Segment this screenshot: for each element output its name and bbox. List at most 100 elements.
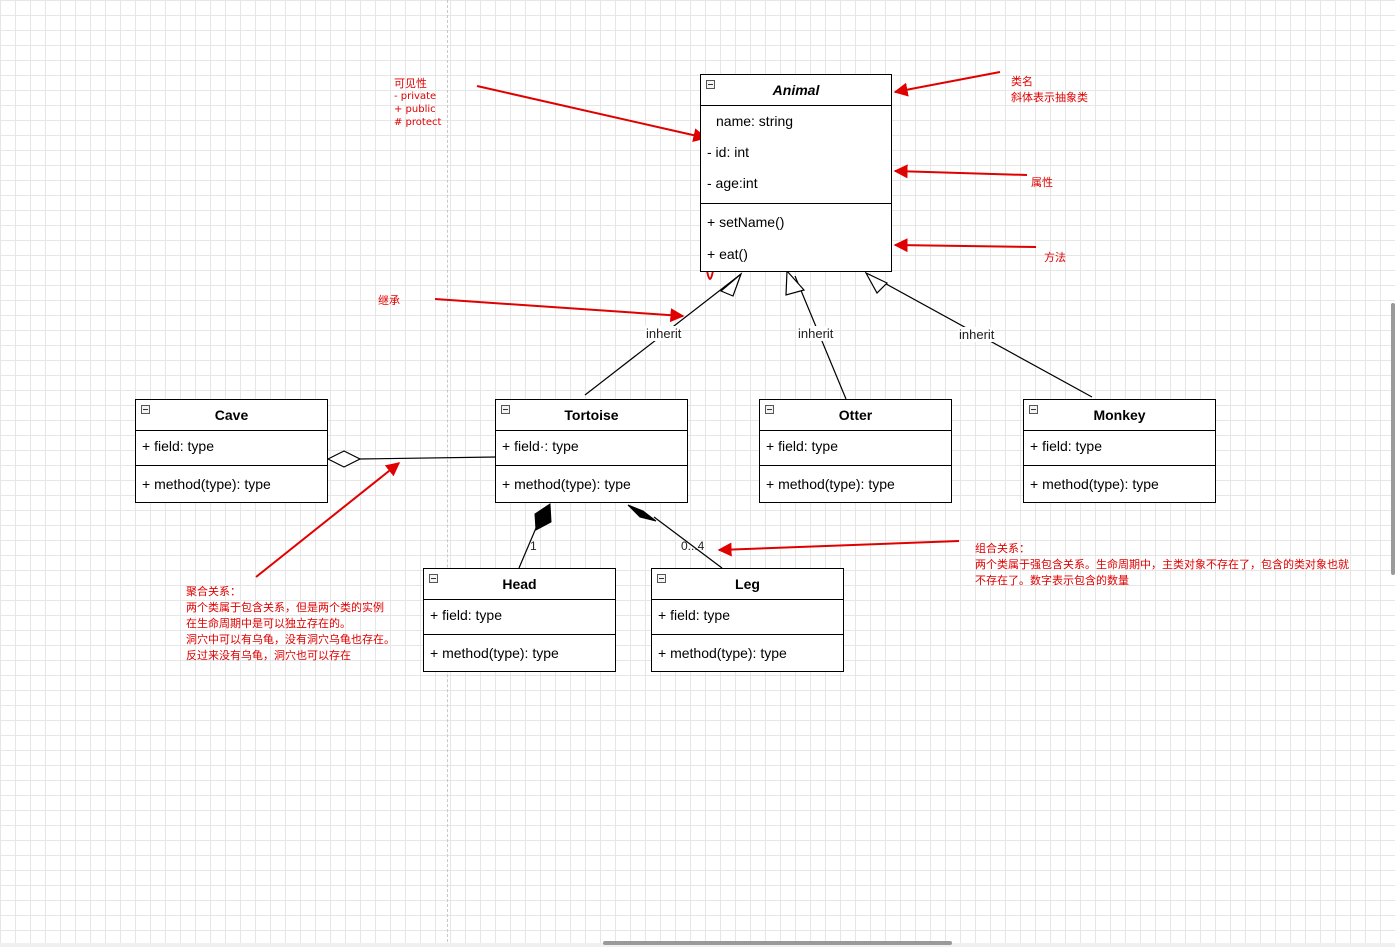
inheritance-arrowheads (719, 269, 889, 297)
method-row[interactable]: + method(type): type (430, 645, 559, 661)
class-header[interactable]: Leg (652, 569, 843, 600)
attribute-row[interactable]: + field: type (766, 438, 838, 454)
edge-label-inherit[interactable]: inherit (797, 326, 835, 341)
annotation-line: 类名 (1011, 75, 1033, 88)
attribute-row[interactable]: - id: int (707, 144, 750, 160)
annotation-composition[interactable]: 组合关系： 两个类属于强包含关系。生命周期中，主类对象不存在了，包含的类对象也就… (975, 541, 1349, 589)
edge-label-inherit[interactable]: inherit (958, 327, 996, 342)
aggregation-edge[interactable] (326, 450, 497, 468)
method-row[interactable]: + method(type): type (766, 476, 895, 492)
class-cave[interactable]: Cave + field: type + method(type): type (135, 399, 328, 503)
annotation-line: 不存在了。数字表示包含的数量 (975, 574, 1129, 587)
class-name: Monkey (1093, 407, 1146, 423)
methods-section: + method(type): type (1024, 466, 1215, 502)
collapse-toggle-icon[interactable] (1029, 405, 1038, 414)
attribute-row[interactable]: + field: type (1030, 438, 1102, 454)
method-row[interactable]: + method(type): type (1030, 476, 1159, 492)
multiplicity-label-leg[interactable]: 0...4 (681, 539, 705, 553)
composition-diamond-filled-leg (627, 504, 657, 522)
class-header[interactable]: Monkey (1024, 400, 1215, 431)
annotation-line: 反过来没有乌龟，洞穴也可以存在 (186, 649, 351, 662)
arrow-attributes (893, 164, 1028, 179)
horizontal-scrollbar[interactable] (603, 941, 952, 945)
class-head[interactable]: Head + field: type + method(type): type (423, 568, 616, 672)
annotation-line: 斜体表示抽象类 (1011, 91, 1088, 104)
aggregation-line (358, 456, 497, 460)
annotation-class-name[interactable]: 类名 斜体表示抽象类 (1011, 74, 1088, 106)
class-leg[interactable]: Leg + field: type + method(type): type (651, 568, 844, 672)
generalization-arrowhead-otter (785, 269, 806, 296)
vertical-scrollbar[interactable] (1391, 303, 1395, 575)
arrow-composition (717, 540, 960, 557)
annotation-line: 两个类属于包含关系，但是两个类的实例 (186, 601, 384, 614)
class-name: Head (502, 576, 537, 592)
attribute-row[interactable]: + field·: type (502, 438, 579, 454)
method-row[interactable]: + method(type): type (142, 476, 271, 492)
annotation-line: # protect (394, 117, 442, 128)
arrow-inheritance (434, 298, 685, 323)
method-row[interactable]: + method(type): type (502, 476, 631, 492)
arrow-visibility (476, 85, 708, 143)
annotation-line: 组合关系： (975, 542, 1030, 555)
class-header[interactable]: Head (424, 569, 615, 600)
annotation-visibility[interactable]: 可见性 - private + public # protect (394, 77, 441, 129)
attributes-section: + field: type (760, 431, 951, 466)
method-row[interactable]: + method(type): type (658, 645, 787, 661)
annotation-arrows (255, 71, 1037, 578)
generalization-arrowhead-monkey (864, 271, 889, 294)
collapse-toggle-icon[interactable] (501, 405, 510, 414)
attribute-row[interactable]: + field: type (142, 438, 214, 454)
edge-label-inherit[interactable]: inherit (645, 326, 683, 341)
class-name: Otter (838, 407, 873, 423)
methods-section: + method(type): type (424, 635, 615, 671)
methods-section: + method(type): type (652, 635, 843, 671)
class-name: Animal (772, 82, 820, 98)
attribute-row[interactable]: + field: type (430, 607, 502, 623)
composition-line-head (518, 527, 537, 569)
arrow-methods (893, 238, 1037, 253)
attributes-section: + field: type (136, 431, 327, 466)
attributes-section: + field: type (424, 600, 615, 635)
collapse-toggle-icon[interactable] (657, 574, 666, 583)
annotation-line: 洞穴中可以有乌龟，没有洞穴乌龟也存在。 (186, 633, 395, 646)
annotation-line: 两个类属于强包含关系。生命周期中，主类对象不存在了，包含的类对象也就 (975, 558, 1349, 571)
collapse-toggle-icon[interactable] (706, 80, 715, 89)
attribute-row[interactable]: + field: type (658, 607, 730, 623)
class-header[interactable]: Tortoise (496, 400, 687, 431)
annotation-line: - private (394, 91, 437, 102)
methods-section: + method(type): type (760, 466, 951, 502)
attribute-row[interactable]: - age:int (707, 175, 758, 191)
class-otter[interactable]: Otter + field: type + method(type): type (759, 399, 952, 503)
annotation-inheritance[interactable]: 继承 (378, 294, 400, 307)
class-monkey[interactable]: Monkey + field: type + method(type): typ… (1023, 399, 1216, 503)
composition-edge-head[interactable] (518, 503, 552, 569)
methods-section: + method(type): type (496, 466, 687, 502)
attributes-section: + field·: type (496, 431, 687, 466)
annotation-methods[interactable]: 方法 (1044, 251, 1066, 264)
collapse-toggle-icon[interactable] (765, 405, 774, 414)
collapse-toggle-icon[interactable] (429, 574, 438, 583)
attribute-row[interactable]: name: string (716, 113, 794, 129)
class-header[interactable]: Otter (760, 400, 951, 431)
annotation-line: 聚合关系： (186, 585, 241, 598)
arrow-class-name (893, 71, 1001, 97)
aggregation-diamond-hollow (326, 450, 362, 468)
annotation-attributes[interactable]: 属性 (1031, 176, 1053, 189)
class-header[interactable]: Cave (136, 400, 327, 431)
multiplicity-label-head[interactable]: 1 (530, 539, 537, 553)
collapse-toggle-icon[interactable] (141, 405, 150, 414)
generalization-arrowhead-tortoise (719, 272, 743, 297)
annotation-aggregation[interactable]: 聚合关系： 两个类属于包含关系，但是两个类的实例 在生命周期中是可以独立存在的。… (186, 584, 395, 664)
class-name: Cave (214, 407, 249, 423)
attributes-section: + field: type (652, 600, 843, 635)
arrow-aggregation (255, 462, 401, 578)
class-tortoise[interactable]: Tortoise + field·: type + method(type): … (495, 399, 688, 503)
composition-edge-leg[interactable] (627, 504, 723, 569)
method-row[interactable]: + eat() (707, 246, 748, 262)
page-guide (447, 0, 448, 947)
class-animal[interactable]: Animal name: string - id: int - age:int … (700, 74, 892, 272)
method-row[interactable]: + setName() (707, 214, 785, 230)
class-header[interactable]: Animal (701, 75, 891, 106)
class-name: Leg (735, 576, 760, 592)
